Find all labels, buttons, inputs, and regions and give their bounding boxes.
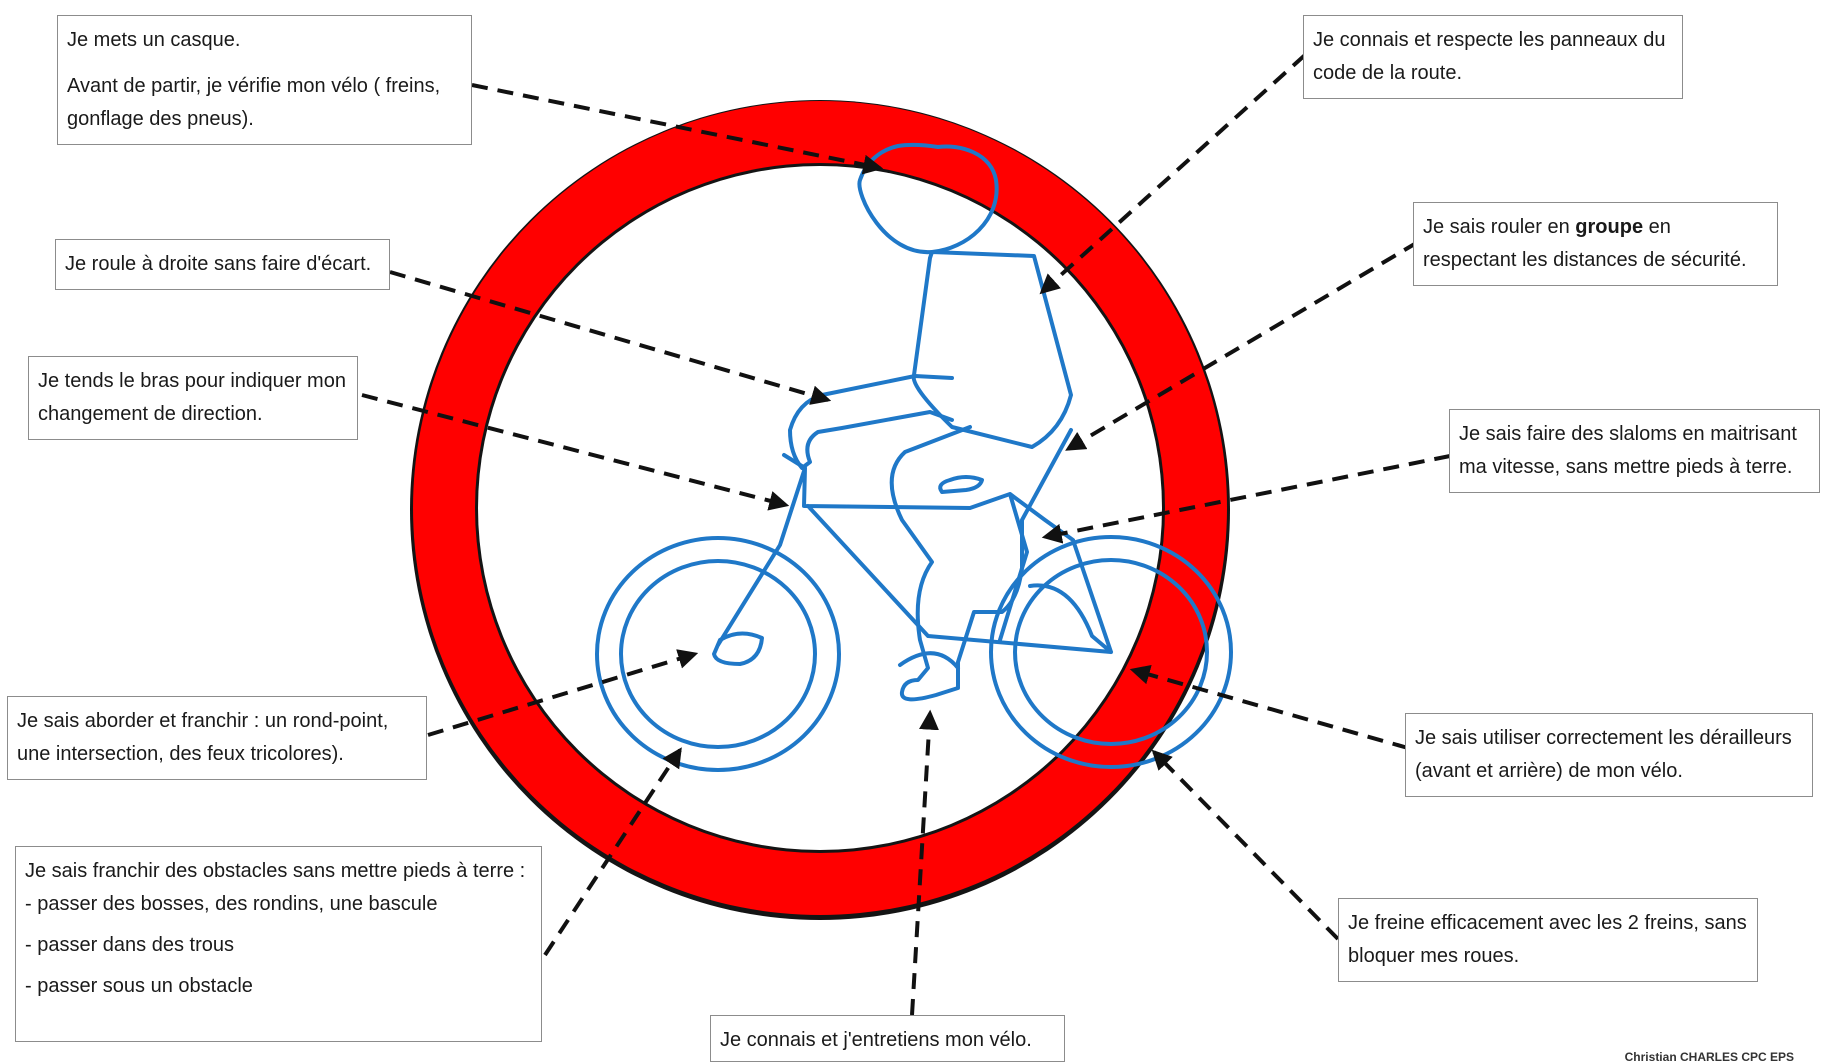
note-slalom-text: Je sais faire des slaloms en maitrisant … [1459,418,1810,484]
note-obstacles-intro: Je sais franchir des obstacles sans mett… [25,855,532,888]
note-gears: Je sais utiliser correctement les dérail… [1405,713,1813,797]
note-maintenance-text: Je connais et j'entretiens mon vélo. [720,1024,1055,1057]
arrow-braking [1154,752,1338,939]
note-group: Je sais rouler en groupe en respectant l… [1413,202,1778,286]
red-circle-sign [410,100,1230,920]
note-helmet-line1: Je mets un casque. [67,24,462,57]
note-arm-signal: Je tends le bras pour indiquer mon chang… [28,356,358,440]
note-road-signs: Je connais et respecte les panneaux du c… [1303,15,1683,99]
note-intersections: Je sais aborder et franchir : un rond-po… [7,696,427,780]
note-helmet-line2: Avant de partir, je vérifie mon vélo ( f… [67,70,462,136]
note-group-before: Je sais rouler en [1423,216,1575,238]
note-keep-right: Je roule à droite sans faire d'écart. [55,239,390,290]
note-maintenance: Je connais et j'entretiens mon vélo. [710,1015,1065,1062]
note-obstacles: Je sais franchir des obstacles sans mett… [15,846,542,1042]
note-keep-right-text: Je roule à droite sans faire d'écart. [65,248,380,281]
arrow-road-signs [1042,55,1305,292]
note-road-signs-text: Je connais et respecte les panneaux du c… [1313,24,1673,90]
note-intersections-text: Je sais aborder et franchir : un rond-po… [17,705,417,771]
note-group-bold: groupe [1575,216,1643,238]
note-braking: Je freine efficacement avec les 2 freins… [1338,898,1758,982]
note-obstacles-item3: - passer sous un obstacle [25,970,532,1003]
note-slalom: Je sais faire des slaloms en maitrisant … [1449,409,1820,493]
note-helmet: Je mets un casque. Avant de partir, je v… [57,15,472,145]
note-braking-text: Je freine efficacement avec les 2 freins… [1348,907,1748,973]
note-group-text: Je sais rouler en groupe en respectant l… [1423,211,1768,277]
note-obstacles-item2: - passer dans des trous [25,929,532,962]
note-arm-signal-text: Je tends le bras pour indiquer mon chang… [38,365,348,431]
note-gears-text: Je sais utiliser correctement les dérail… [1415,722,1803,788]
note-obstacles-item1: - passer des bosses, des rondins, une ba… [25,888,532,921]
